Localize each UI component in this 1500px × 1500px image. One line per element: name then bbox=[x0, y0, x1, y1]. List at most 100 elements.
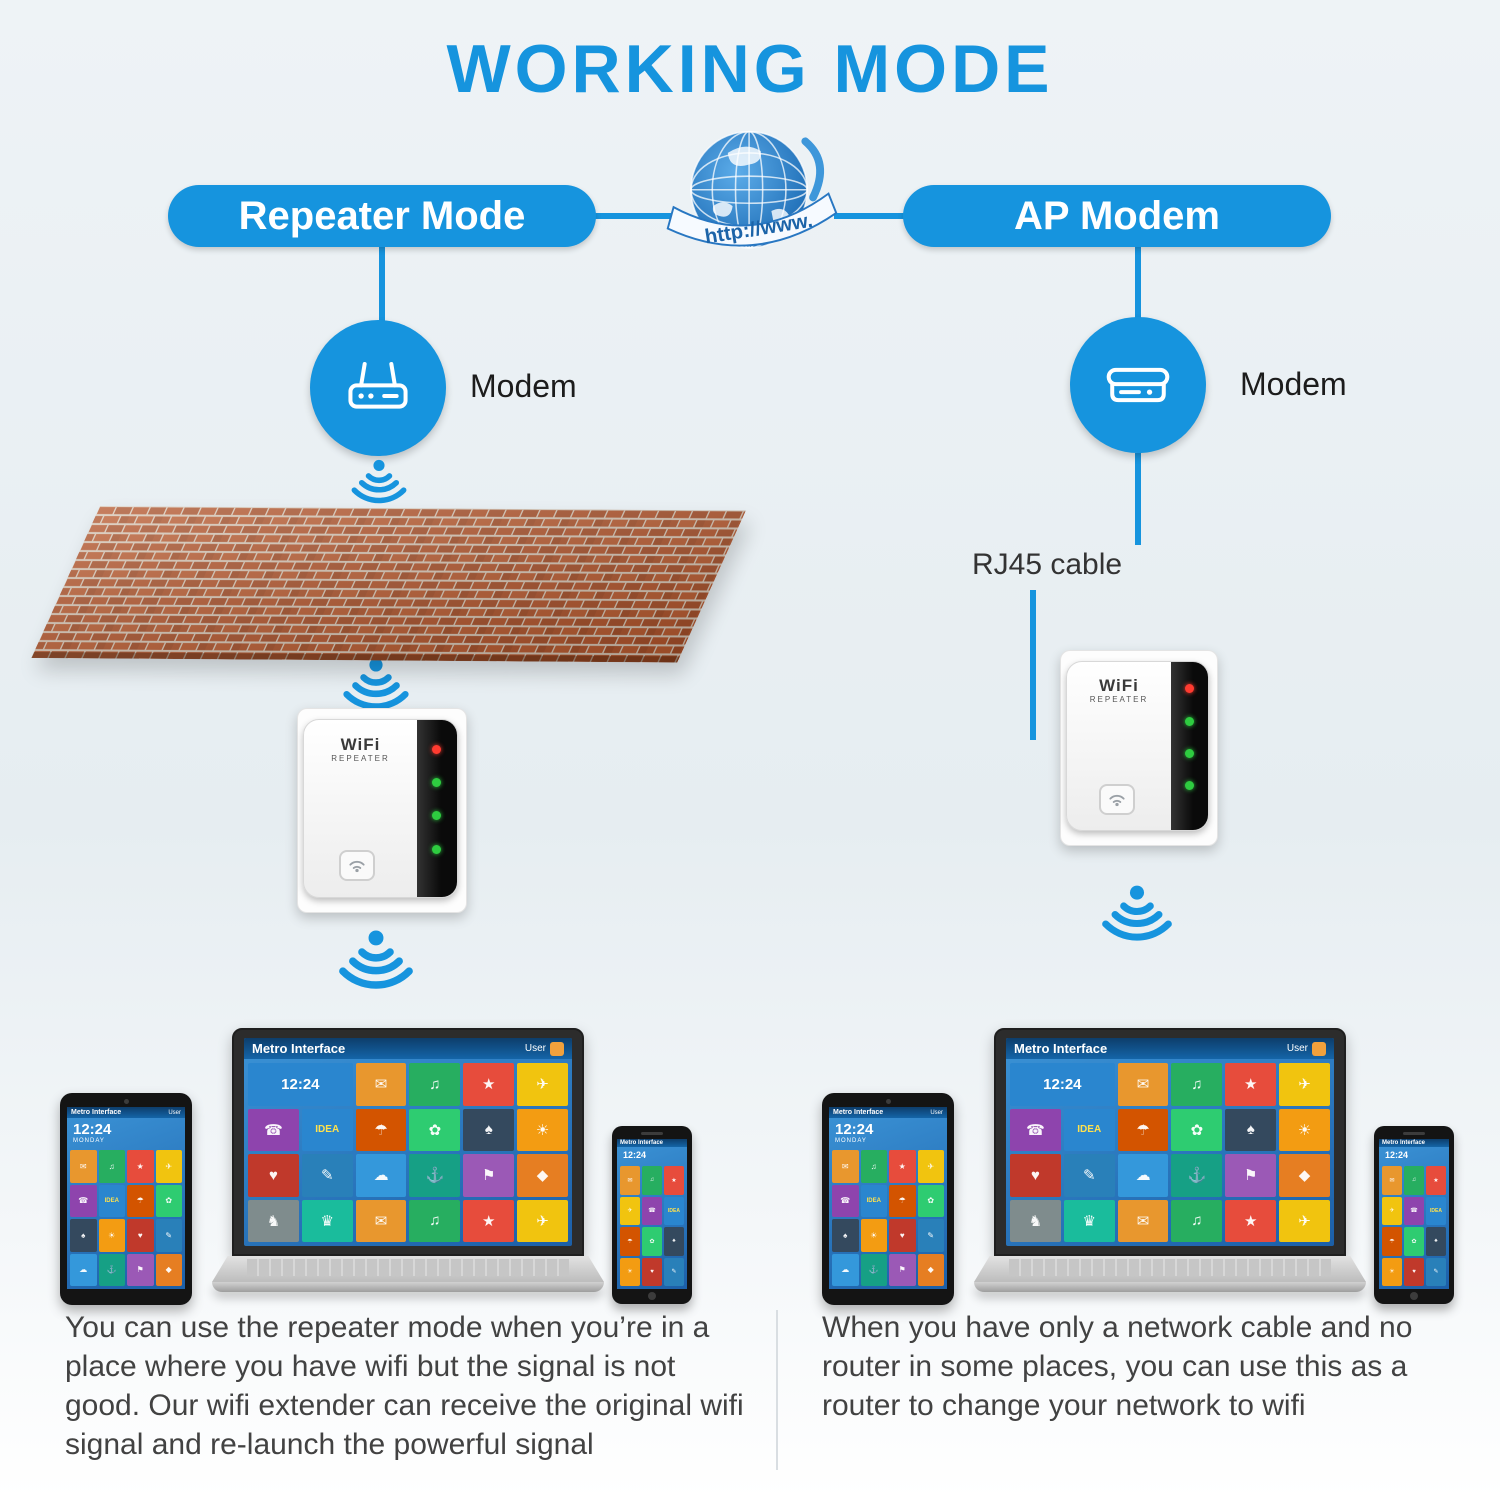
clock-tile: 12:24 bbox=[248, 1063, 353, 1106]
tile-grid: ✉♫★✈☎IDEA☂✿♠☀♥✎☁⚓⚑◆ bbox=[67, 1147, 185, 1289]
laptop-screen: Metro Interface User 12:24✉♫★✈☎IDEA☂✿♠☀♥… bbox=[994, 1028, 1346, 1256]
modem-circle-right bbox=[1070, 317, 1206, 453]
app-tile: ✿ bbox=[155, 1184, 182, 1217]
clock-panel: 12:24 bbox=[617, 1147, 687, 1163]
clock-tile: 12:24 bbox=[1010, 1063, 1115, 1106]
clock-day: MONDAY bbox=[835, 1138, 867, 1144]
app-tile: ★ bbox=[664, 1166, 684, 1195]
power-led bbox=[432, 744, 442, 754]
app-tile: ✉ bbox=[1382, 1166, 1402, 1195]
repeater-brand-sub: REPEATER bbox=[1089, 694, 1149, 704]
app-tile: ✎ bbox=[917, 1219, 944, 1252]
app-tile: ✿ bbox=[642, 1227, 662, 1256]
clock-time: 12:24 bbox=[1385, 1150, 1409, 1160]
app-tile: ♥ bbox=[127, 1219, 154, 1252]
app-tile: ☁ bbox=[70, 1253, 97, 1286]
app-tile: ♞ bbox=[248, 1199, 299, 1242]
rj45-cable-label: RJ45 cable bbox=[972, 548, 1123, 581]
app-tile: ✈ bbox=[517, 1063, 568, 1106]
app-tile: ☂ bbox=[1382, 1227, 1402, 1256]
app-tile: ☂ bbox=[355, 1108, 407, 1151]
app-tile: ☎ bbox=[70, 1184, 97, 1217]
app-tile: ☀ bbox=[860, 1219, 887, 1252]
app-tile: ♫ bbox=[409, 1063, 461, 1106]
metro-header: Metro Interface User bbox=[829, 1107, 947, 1118]
app-tile: ⚑ bbox=[889, 1253, 916, 1286]
mode-pill-ap-modem-label: AP Modem bbox=[1014, 193, 1220, 238]
wifi-signal-icon bbox=[343, 658, 409, 710]
clock-time: 12:24 bbox=[623, 1150, 647, 1160]
app-tile: ✉ bbox=[355, 1199, 407, 1242]
tablet-screen: Metro Interface User 12:24 MONDAY ✉♫★✈☎I… bbox=[67, 1107, 185, 1289]
app-tile: ☁ bbox=[1117, 1154, 1169, 1197]
repeater-brand-name: WiFi bbox=[340, 735, 381, 755]
clock-panel: 12:24 MONDAY bbox=[67, 1118, 185, 1147]
app-tile: IDEA bbox=[1063, 1108, 1115, 1151]
app-tile: ★ bbox=[1225, 1199, 1277, 1242]
user-label: User bbox=[930, 1109, 943, 1116]
app-tile: IDEA bbox=[664, 1196, 684, 1225]
app-tile: ☀ bbox=[98, 1219, 125, 1252]
app-tile: ⚑ bbox=[463, 1154, 515, 1197]
app-tile: IDEA bbox=[860, 1184, 887, 1217]
app-tile: ♥ bbox=[248, 1154, 299, 1197]
app-tile: ☂ bbox=[620, 1227, 640, 1256]
wps-button bbox=[339, 849, 376, 881]
app-tile: ★ bbox=[889, 1150, 916, 1183]
status-led bbox=[432, 844, 442, 854]
app-tile: ♛ bbox=[1063, 1199, 1115, 1242]
app-tile: ♛ bbox=[301, 1199, 353, 1242]
laptop-device: Metro Interface User 12:24✉♫★✈☎IDEA☂✿♠☀♥… bbox=[212, 1028, 604, 1292]
app-tile: ♫ bbox=[1404, 1166, 1424, 1195]
app-tile: ☀ bbox=[1279, 1108, 1330, 1151]
app-tile: ✉ bbox=[832, 1150, 859, 1183]
app-tile: ✈ bbox=[517, 1199, 568, 1242]
app-tile: ✿ bbox=[1171, 1108, 1223, 1151]
user-avatar-icon bbox=[550, 1041, 564, 1056]
wifi-signal-icon bbox=[1102, 885, 1172, 941]
app-tile: ✈ bbox=[1279, 1199, 1330, 1242]
tile-grid: ✉♫★✈☎IDEA☂✿♠☀♥✎ bbox=[617, 1163, 687, 1289]
app-tile: ✿ bbox=[409, 1108, 461, 1151]
cable-line-lower bbox=[1030, 590, 1036, 740]
modem-icon bbox=[1106, 367, 1170, 403]
app-tile: ✈ bbox=[155, 1150, 182, 1183]
app-tile: ☎ bbox=[1010, 1108, 1061, 1151]
status-led bbox=[1185, 749, 1195, 759]
app-tile: IDEA bbox=[301, 1108, 353, 1151]
app-tile: ♫ bbox=[1171, 1063, 1223, 1106]
app-tile: ♥ bbox=[1010, 1154, 1061, 1197]
app-tile: ✉ bbox=[1117, 1063, 1169, 1106]
app-tile: ☎ bbox=[1404, 1196, 1424, 1225]
metro-title: Metro Interface bbox=[833, 1109, 884, 1116]
metro-title: Metro Interface bbox=[1382, 1140, 1426, 1146]
app-tile: ✿ bbox=[1404, 1227, 1424, 1256]
app-tile: ★ bbox=[1426, 1166, 1446, 1195]
app-tile: ✎ bbox=[1426, 1257, 1446, 1286]
app-tile: ✉ bbox=[1117, 1199, 1169, 1242]
app-tile: IDEA bbox=[98, 1184, 125, 1217]
app-tile: ♫ bbox=[642, 1166, 662, 1195]
app-tile: ✉ bbox=[620, 1166, 640, 1195]
app-tile: ♫ bbox=[98, 1150, 125, 1183]
repeater-led-panel bbox=[1171, 661, 1209, 831]
status-led bbox=[432, 811, 442, 821]
modem-label-right: Modem bbox=[1240, 366, 1347, 402]
repeater-brand-sub: REPEATER bbox=[331, 753, 390, 763]
wifi-repeater-device: WiFi REPEATER bbox=[1065, 660, 1210, 832]
modem-circle-left bbox=[310, 320, 446, 456]
clock-panel: 12:24 MONDAY bbox=[829, 1118, 947, 1147]
repeater-brand-name: WiFi bbox=[1099, 675, 1139, 695]
mode-pill-repeater-label: Repeater Mode bbox=[238, 193, 526, 238]
user-label: User bbox=[1286, 1043, 1308, 1054]
app-tile: ★ bbox=[127, 1150, 154, 1183]
app-tile: ♠ bbox=[70, 1219, 97, 1252]
wps-button bbox=[1099, 784, 1136, 816]
app-tile: ✉ bbox=[355, 1063, 407, 1106]
laptop-keyboard bbox=[974, 1256, 1366, 1282]
app-tile: ★ bbox=[463, 1063, 515, 1106]
globe-icon: http://www. bbox=[666, 130, 838, 249]
app-tile: ⚑ bbox=[1225, 1154, 1277, 1197]
app-tile: ☀ bbox=[1382, 1257, 1402, 1286]
